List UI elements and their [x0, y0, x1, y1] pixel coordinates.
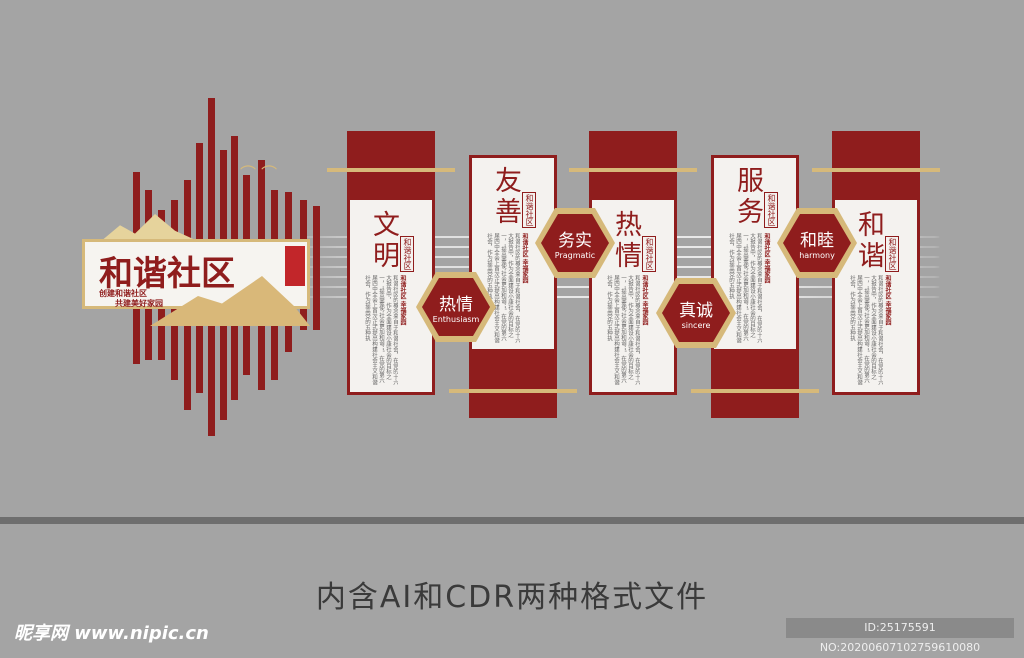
badge-cn: 务实	[558, 231, 592, 251]
sign-line1: 创建和谐社区	[99, 289, 147, 298]
badge-en: Pragmatic	[554, 251, 596, 260]
badge-en: Enthusiasm	[432, 315, 480, 324]
panel-body: 和谐社区的概念来自于和谐社会，在党的十六大报告中，作为全面建设小康社会的目标之一…	[728, 233, 762, 343]
panel-body: 和谐社区的概念来自于和谐社会，在党的十六大报告中，作为全面建设小康社会的目标之一…	[486, 233, 520, 343]
sign-line2: 共建美好家园	[115, 299, 163, 308]
panel-seal: 和谐社区	[522, 192, 536, 228]
panel-title: 和谐	[853, 210, 884, 272]
panel-subtitle: 和谐社区 幸福家园	[763, 233, 770, 284]
panel-seal: 和谐社区	[400, 236, 414, 272]
floor-line	[0, 517, 1024, 524]
panel-subtitle: 和谐社区 幸福家园	[521, 233, 528, 284]
panel-seal: 和谐社区	[764, 192, 778, 228]
badge-en: harmony	[799, 251, 835, 260]
sign-title: 和谐社区	[99, 254, 235, 294]
panel-title: 友善	[490, 166, 521, 228]
panel-subtitle: 和谐社区 幸福家园	[884, 275, 891, 326]
badge-cn: 真诚	[679, 301, 713, 321]
bird-icon: ⌒ ⌒	[240, 164, 278, 183]
badge-cn: 和睦	[800, 231, 834, 251]
panel-subtitle: 和谐社区 幸福家园	[641, 275, 648, 326]
panel-title: 服务	[732, 166, 763, 228]
badge-cn: 热情	[439, 295, 473, 315]
panel-body: 和谐社区的概念来自于和谐社会，在党的十六大报告中，作为全面建设小康社会的目标之一…	[364, 275, 398, 385]
caption: 内含AI和CDR两种格式文件	[315, 580, 709, 615]
panel-body: 和谐社区的概念来自于和谐社会，在党的十六大报告中，作为全面建设小康社会的目标之一…	[606, 275, 640, 385]
panel-title: 热情	[610, 210, 641, 272]
sign-seal	[285, 246, 305, 286]
panel-body: 和谐社区的概念来自于和谐社会，在党的十六大报告中，作为全面建设小康社会的目标之一…	[849, 275, 883, 385]
panel-subtitle: 和谐社区 幸福家园	[399, 275, 406, 326]
watermark-logo: 昵享网 www.nipic.cn	[14, 623, 209, 644]
panel-seal: 和谐社区	[885, 236, 899, 272]
badge-en: sincere	[681, 321, 711, 330]
panel-title: 文明	[368, 210, 399, 272]
watermark-id: ID:25175591 NO:20200607102759610080	[786, 618, 1014, 654]
panel-seal: 和谐社区	[642, 236, 656, 272]
